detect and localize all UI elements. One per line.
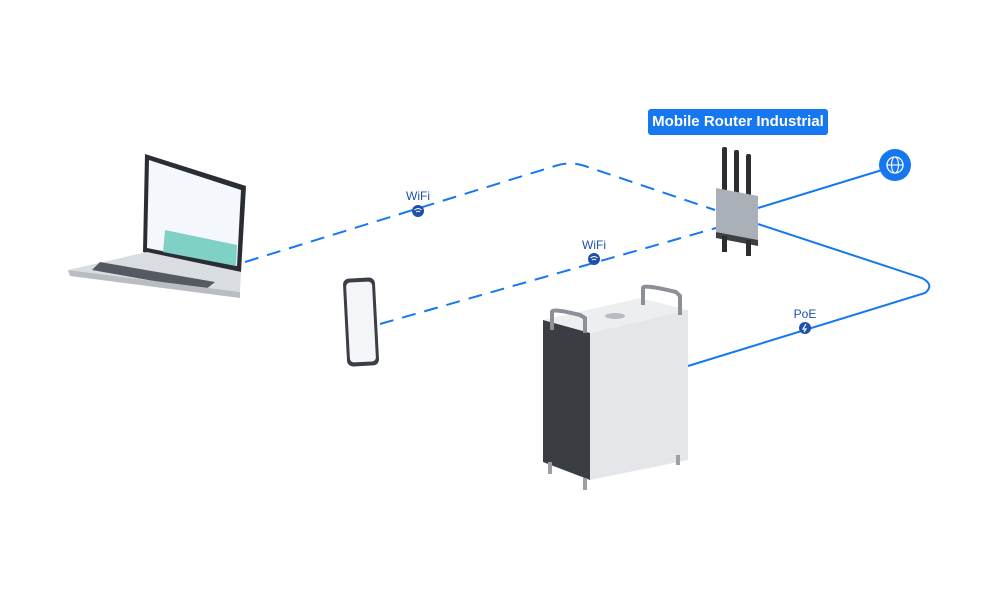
wifi-icon <box>588 253 600 265</box>
phone-image <box>343 277 379 367</box>
wifi-icon <box>412 205 424 217</box>
poe-link <box>687 223 931 367</box>
globe-icon <box>879 149 911 181</box>
power-icon <box>799 322 811 334</box>
laptop-wifi-link <box>244 162 716 263</box>
phone-wifi-link <box>379 227 717 325</box>
internet-link <box>757 169 883 209</box>
router-label: Mobile Router Industrial <box>648 109 828 135</box>
link-label-laptop-wifi: WiFi <box>406 189 430 203</box>
laptop-image <box>68 154 246 298</box>
link-label-phone-wifi: WiFi <box>582 238 606 252</box>
server-image <box>543 284 688 490</box>
router-image <box>716 147 758 256</box>
link-label-poe: PoE <box>793 307 817 321</box>
